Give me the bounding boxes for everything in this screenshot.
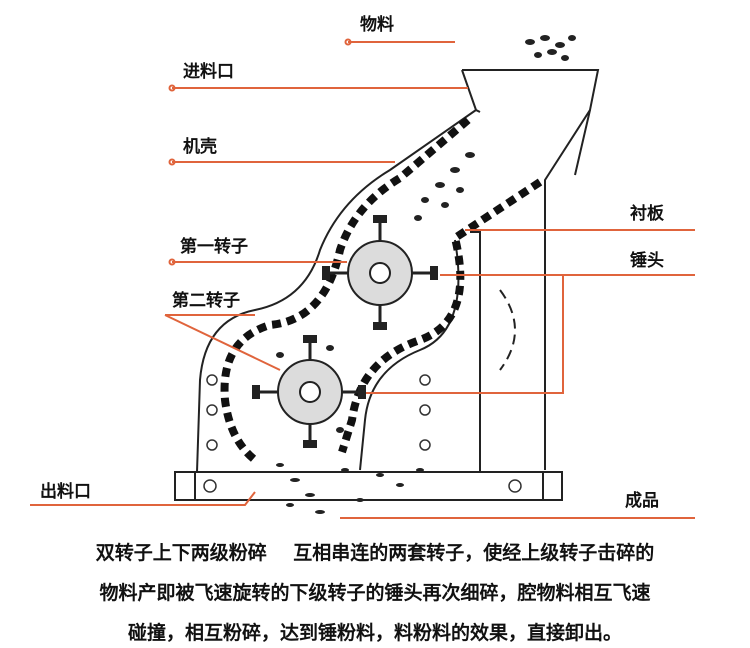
label-liner: 衬板 — [630, 204, 664, 224]
caption-line-2: 物料产即被飞速旋转的下级转子的锤头再次细碎，腔物料相互飞速 — [99, 582, 651, 604]
leader-lines — [30, 38, 695, 519]
base-frame — [174, 471, 563, 501]
caption-line-3: 碰撞，相互粉碎，达到锤粉料，料粉料的效果，直接卸出。 — [127, 622, 622, 644]
label-casing: 机壳 — [183, 137, 217, 157]
first-rotor — [322, 215, 438, 330]
material-particles — [276, 35, 576, 514]
label-first-rotor: 第一转子 — [180, 237, 248, 257]
label-hammer-head: 锤头 — [630, 251, 664, 271]
second-rotor — [252, 335, 366, 448]
label-second-rotor: 第二转子 — [172, 291, 240, 311]
hopper-right — [462, 69, 600, 470]
label-feed-inlet: 进料口 — [183, 62, 234, 82]
label-material: 物料 — [360, 15, 394, 35]
label-product: 成品 — [625, 491, 659, 511]
label-discharge-outlet: 出料口 — [40, 482, 91, 502]
caption-line-1: 双转子上下两级粉碎 互相串连的两套转子，使经上级转子击碎的 — [95, 542, 655, 564]
bolt-holes — [203, 374, 522, 493]
